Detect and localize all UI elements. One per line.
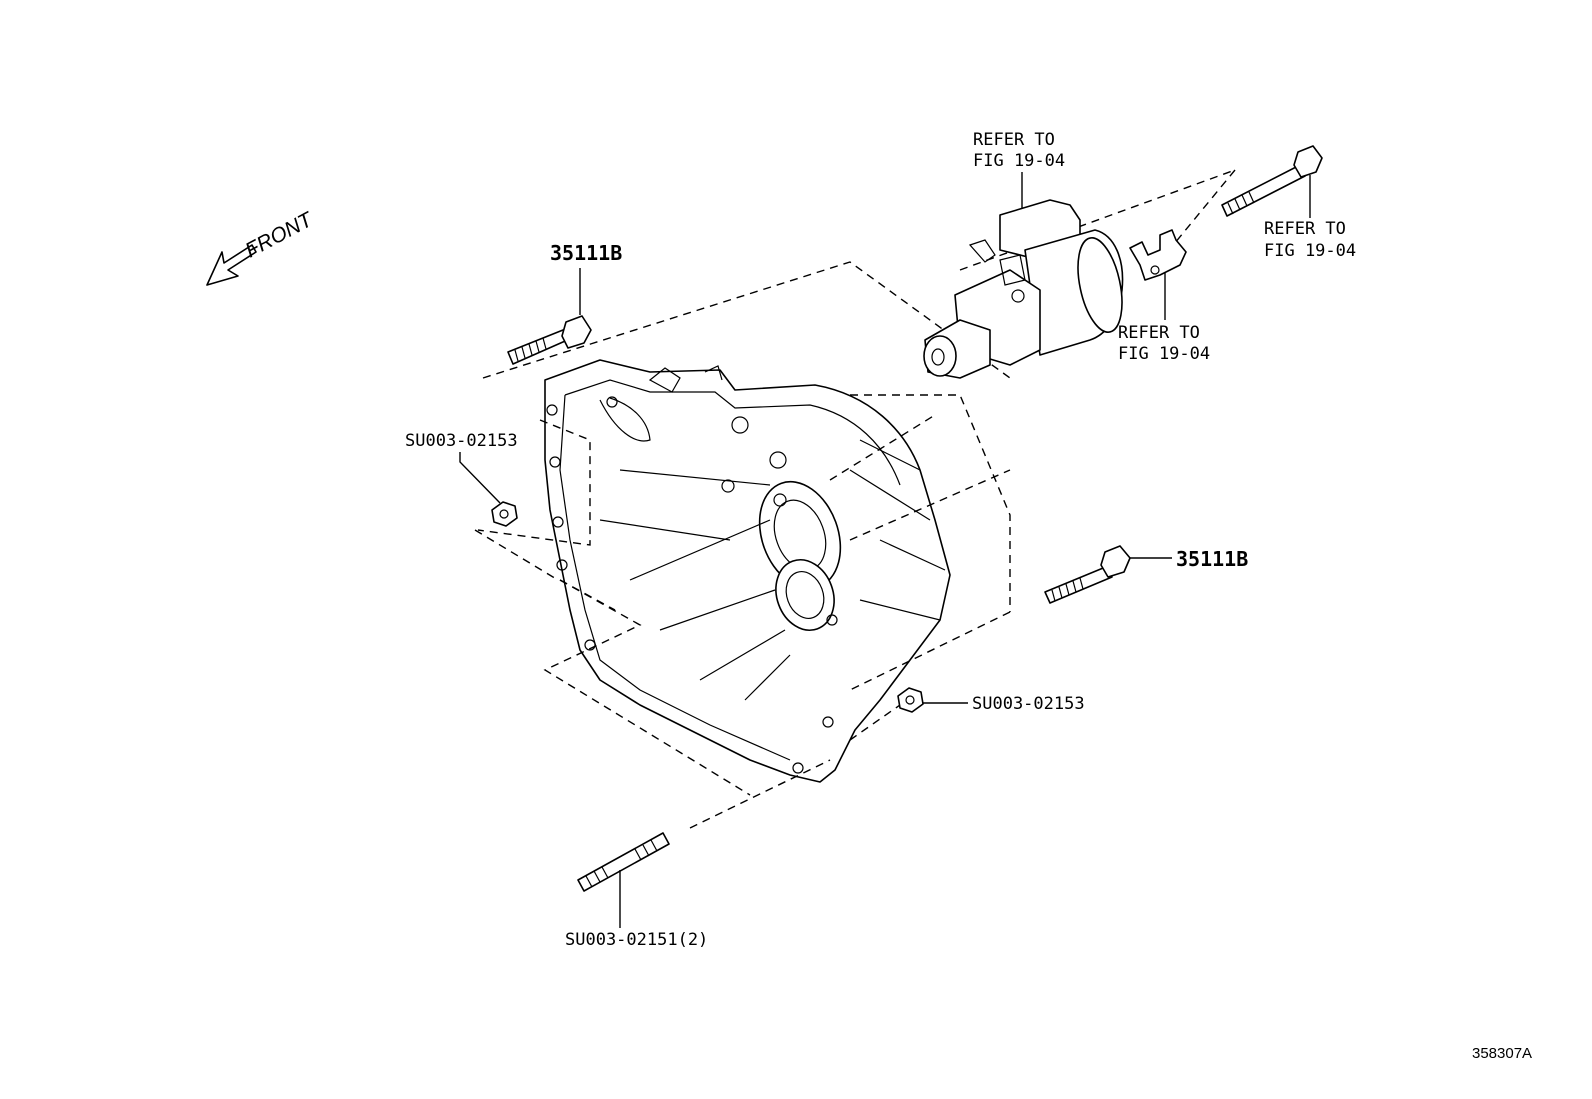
bracket-icon: REFER TO FIG 19-04 bbox=[1118, 229, 1210, 364]
bolt-icon bbox=[1221, 164, 1306, 217]
starter-bolt-ref-line2: FIG 19-04 bbox=[1264, 241, 1356, 261]
starter-motor-icon: REFER TO FIG 19-04 bbox=[923, 130, 1124, 379]
nut-right: SU003-02153 bbox=[897, 687, 1085, 714]
stud-bottom-label: SU003-02151(2) bbox=[565, 930, 708, 950]
nut-left-label: SU003-02153 bbox=[405, 431, 518, 451]
transmission-housing-icon bbox=[544, 359, 951, 783]
nut-left: SU003-02153 bbox=[405, 431, 518, 527]
bracket-ref-line1: REFER TO bbox=[1118, 323, 1200, 343]
stud-icon bbox=[577, 832, 670, 892]
nut-icon bbox=[491, 501, 518, 527]
bolt-right-label: 35111B bbox=[1176, 547, 1248, 571]
starter-ref-line2: FIG 19-04 bbox=[973, 151, 1065, 171]
bracket-ref-line2: FIG 19-04 bbox=[1118, 344, 1210, 364]
stud-bottom: SU003-02151(2) bbox=[565, 832, 708, 950]
nut-icon bbox=[897, 687, 924, 713]
bolt-right: 35111B bbox=[1044, 545, 1248, 604]
front-label: FRONT bbox=[242, 207, 319, 262]
bolt-top-label: 35111B bbox=[550, 241, 622, 265]
starter-ref-line1: REFER TO bbox=[973, 130, 1055, 150]
figure-id: 358307A bbox=[1472, 1045, 1532, 1062]
nut-right-label: SU003-02153 bbox=[972, 694, 1085, 714]
front-arrow-icon bbox=[206, 244, 257, 286]
bolt-top: 35111B bbox=[507, 241, 622, 365]
starter-bolt-ref-line1: REFER TO bbox=[1264, 219, 1346, 239]
starter-bolt: REFER TO FIG 19-04 bbox=[1221, 145, 1356, 261]
bolt-icon bbox=[1044, 565, 1113, 604]
front-indicator: FRONT bbox=[206, 207, 319, 286]
